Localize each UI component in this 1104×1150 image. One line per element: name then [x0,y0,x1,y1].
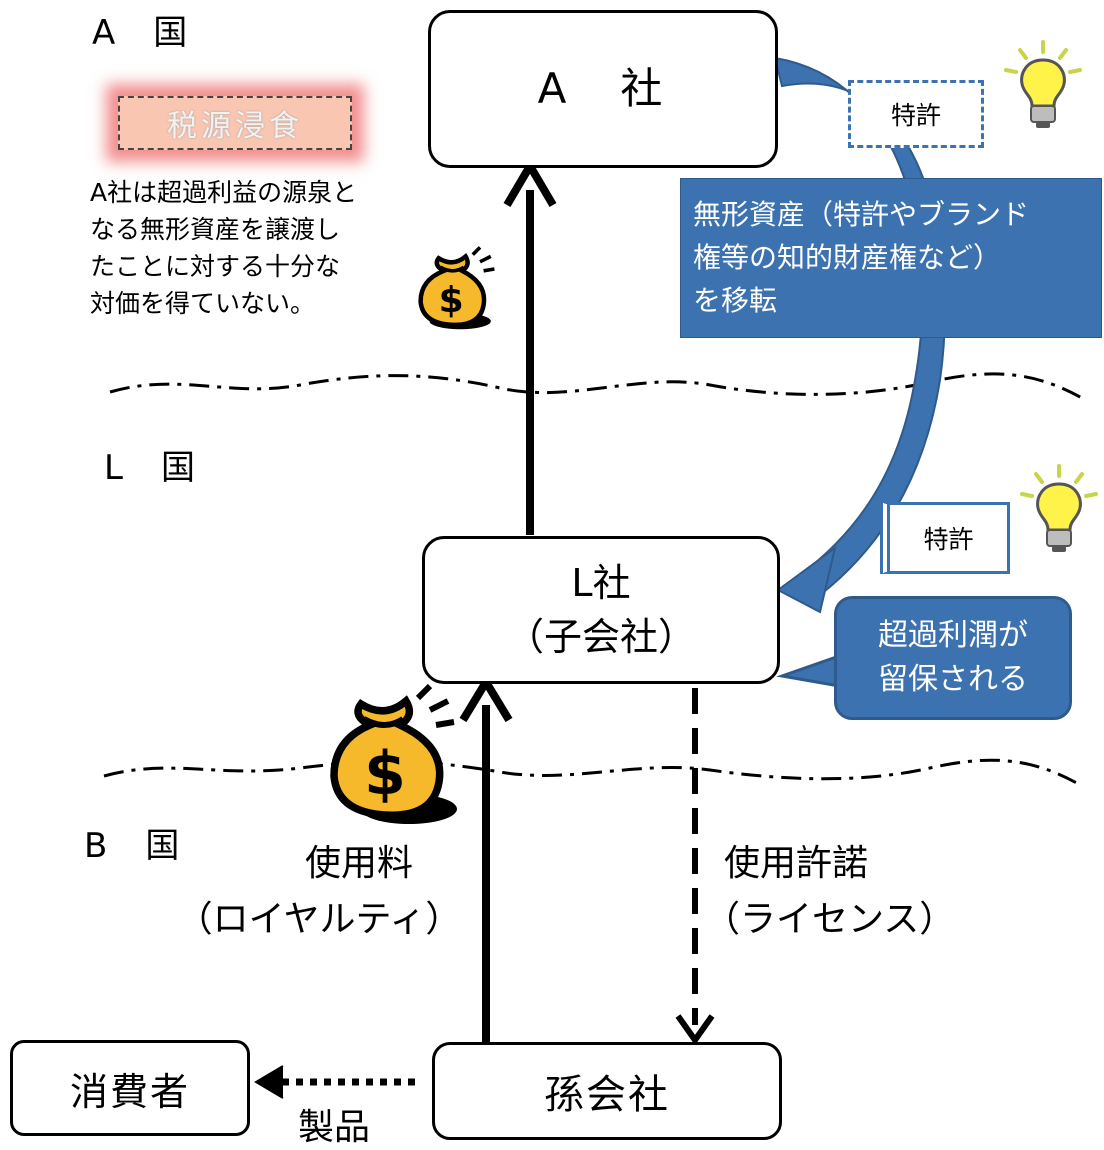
note-line: たことに対する十分な [90,252,341,281]
arrow-l-to-grand [675,688,715,1046]
l-company-label: L社 [571,561,631,605]
patent-label-l: 特許 [880,502,1010,574]
royalty-line: 使用料 [304,843,413,884]
grandchild-company-label: 孫会社 [544,1072,670,1118]
tax-erosion-text: 税源浸食 [167,109,303,144]
royalty-label: 使用料 （ロイヤルティ） [164,836,474,948]
tax-erosion-label: 税源浸食 [118,96,352,150]
country-a-label: A 国 [92,13,190,53]
l-company-box: L社 （子会社） [422,536,780,684]
transfer-line: を移転 [693,284,778,317]
patent-label-a: 特許 [848,80,984,148]
excess-profit-callout: 超過利潤が 留保される [834,596,1072,720]
patent-text: 特許 [890,101,941,130]
grandchild-company-box: 孫会社 [432,1042,782,1140]
border-a-l [109,372,1083,400]
callout-line: 超過利潤が [878,618,1028,653]
transfer-info-box: 無形資産（特許やブランド 権等の知的財産権など） を移転 [680,178,1102,338]
callout-line: 留保される [878,662,1028,697]
patent-text: 特許 [923,525,974,554]
money-bag-icon: $ [418,246,495,330]
money-bag-icon: $ [330,683,457,824]
country-b-label: B 国 [84,826,182,866]
license-line: （ライセンス） [704,899,956,940]
consumer-box: 消費者 [10,1040,250,1136]
arrow-l-to-a [503,158,557,535]
royalty-line: （ロイヤルティ） [176,899,462,940]
a-company-label: A 社 [537,64,669,113]
note-line: A社は超過利益の源泉と [90,178,358,207]
transfer-line: 無形資産（特許やブランド [693,198,1030,231]
transfer-line: 権等の知的財産権など） [693,241,1002,274]
svg-text:$: $ [439,280,464,321]
l-company-sublabel: （子会社） [505,615,696,659]
a-company-box: A 社 [428,10,778,168]
arrow-product [254,1065,415,1099]
note-line: なる無形資産を譲渡し [90,215,341,244]
consumer-label: 消費者 [69,1069,190,1114]
lightbulb-icon [1004,40,1082,128]
license-line: 使用許諾 [724,843,869,884]
country-l-label: L 国 [104,448,197,488]
lightbulb-icon [1020,464,1098,552]
a-company-note: A社は超過利益の源泉と なる無形資産を譲渡し たことに対する十分な 対価を得てい… [90,174,357,322]
license-label: 使用許諾 （ライセンス） [704,836,955,948]
note-line: 対価を得ていない。 [90,289,316,318]
product-label: 製品 [298,1107,371,1148]
svg-text:$: $ [364,739,406,809]
border-l-b [103,758,1083,788]
